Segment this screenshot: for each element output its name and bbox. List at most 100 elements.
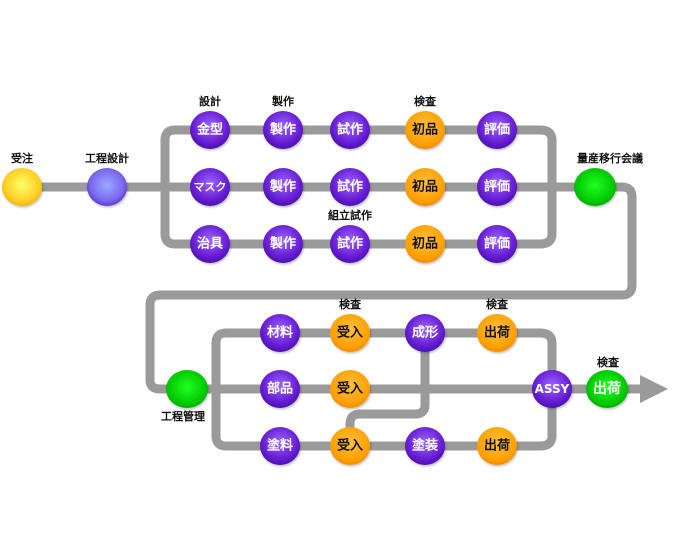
node-rows_top-0-0[interactable]: 金型 [190,111,230,149]
node-text: 製作 [269,179,296,195]
node-rows_bottom-0-2[interactable]: 成形 [405,314,445,352]
node-rows_top-1-3[interactable]: 初品 [405,168,445,206]
node-rows_top-1-2[interactable]: 試作 [330,168,370,206]
node-rows_top-2-2[interactable]: 試作 [330,225,370,263]
node-circle [477,314,517,352]
node-circle [477,225,517,263]
node-label: 検査 [486,297,508,311]
node-text: 評価 [484,179,510,195]
node-circle [330,225,370,263]
node-text: 材料 [267,325,293,341]
node-text: マスク [194,181,227,194]
node-text: 試作 [337,179,363,195]
node-circle [477,168,517,206]
node-rows_top-1-4[interactable]: 評価 [477,168,517,206]
node-text: 部品 [267,381,293,397]
node-rows_top-0-3[interactable]: 初品 [405,111,445,149]
node-circle [330,111,370,149]
label-process-management: 工程管理 [161,409,205,423]
node-text: 受入 [337,381,363,397]
node-text: 初品 [412,236,438,252]
node-rows_top-0-4[interactable]: 評価 [477,111,517,149]
pipe-bottom-row-1 [280,328,557,389]
node-circle [405,427,445,465]
node-rows_bottom-0-3[interactable]: 出荷 [477,314,517,352]
node-circle [330,314,370,352]
node-text: 塗装 [412,438,438,454]
pipe-bottom-top [211,328,280,451]
node-circle [263,168,303,206]
node-rows_top-1-0[interactable]: マスク [190,168,230,206]
node-process-design[interactable] [87,168,127,206]
node-rows_bottom-2-0[interactable]: 塗料 [260,427,300,465]
node-text: 受入 [337,438,363,454]
node-text: 初品 [412,122,438,138]
node-rows_bottom-0-0[interactable]: 材料 [260,314,300,352]
node-circle [330,370,370,408]
node-process-management[interactable] [166,370,208,408]
node-circle [405,314,445,352]
node-label: 製作 [271,94,294,108]
node-circle [405,225,445,263]
node-label: 検査 [339,297,361,311]
node-text: 試作 [337,236,363,252]
node-rows_top-0-2[interactable]: 試作 [330,111,370,149]
node-text: 評価 [484,122,510,138]
node-label: 組立試作 [328,208,372,222]
node-text: 金型 [196,122,223,138]
node-text: 初品 [412,179,438,195]
node-circle [477,111,517,149]
node-rows_bottom-2-3[interactable]: 出荷 [477,427,517,465]
node-rows_bottom-2-2[interactable]: 塗装 [405,427,445,465]
node-circle [263,111,303,149]
node-rows_top-1-1[interactable]: 製作 [263,168,303,206]
node-label: 検査 [414,94,436,108]
node-circle [477,427,517,465]
node-circle [330,168,370,206]
node-rows_top-2-3[interactable]: 初品 [405,225,445,263]
node-text: 出荷 [484,325,510,341]
node-text: 治具 [197,236,223,252]
node-circle [405,168,445,206]
pipe-bottom-row-3 [280,389,557,451]
node-rows_bottom-2-1[interactable]: 受入 [330,427,370,465]
node-assy[interactable]: ASSY [532,370,572,408]
node-circle [260,370,300,408]
node-circle [263,225,303,263]
label-order-received: 受注 [11,151,33,165]
label-final-inspection: 検査 [597,355,619,369]
node-final-shipping-text: 出荷 [593,380,621,397]
label-mass-production-meeting: 量産移行会議 [577,151,643,165]
node-rows_top-2-4[interactable]: 評価 [477,225,517,263]
pipe-meeting-down [145,182,637,394]
bottom-section-nodes: 材料受入検査成形出荷検査部品受入塗料受入塗装出荷 [260,297,517,465]
node-final-shipping[interactable]: 出荷 [586,370,628,408]
node-text: 塗料 [267,438,293,454]
node-assy-text: ASSY [535,382,570,396]
node-circle [260,314,300,352]
node-text: 試作 [337,122,363,138]
node-text: 製作 [269,122,296,138]
node-circle [330,427,370,465]
node-mass-production-meeting[interactable] [574,168,616,206]
node-rows_top-2-0[interactable]: 治具 [190,225,230,263]
node-text: 評価 [484,236,510,252]
node-circle [190,168,230,206]
node-text: 成形 [412,325,438,341]
node-rows_bottom-0-1[interactable]: 受入 [330,314,370,352]
node-circle [190,225,230,263]
top-section-nodes: 金型設計製作製作試作初品検査評価マスク製作試作初品評価治具製作試作組立試作初品評… [190,94,517,263]
node-text: 製作 [269,236,296,252]
node-rows_bottom-1-1[interactable]: 受入 [330,370,370,408]
node-circle [190,111,230,149]
node-text: 受入 [337,325,363,341]
node-circle [260,427,300,465]
node-order-received[interactable] [2,168,42,206]
node-rows_bottom-1-0[interactable]: 部品 [260,370,300,408]
node-rows_top-2-1[interactable]: 製作 [263,225,303,263]
node-rows_top-0-1[interactable]: 製作 [263,111,303,149]
node-text: 出荷 [484,438,510,454]
label-process-design: 工程設計 [85,151,129,165]
pipe-cross-link [345,333,430,446]
